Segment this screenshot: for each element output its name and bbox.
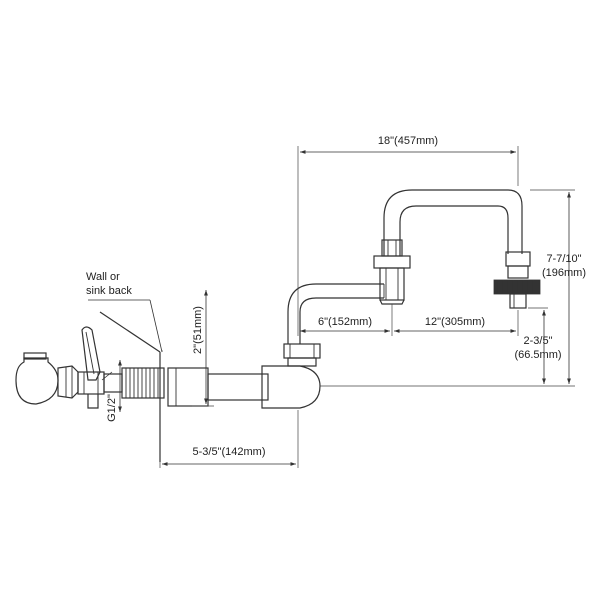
dim-riser-offset-label: 6"(152mm) bbox=[318, 316, 372, 328]
wall-note-line-1: Wall or bbox=[86, 271, 120, 283]
dim-wall-offset-label: 5-3/5"(142mm) bbox=[193, 446, 266, 458]
threaded-connector bbox=[121, 367, 165, 399]
aerator-outlet bbox=[493, 251, 541, 309]
spout-swivel-nut bbox=[373, 255, 411, 305]
dimension-labels: Wall or sink back 18"(457mm) 7-7/10" (19… bbox=[86, 135, 586, 458]
wall-flange bbox=[167, 367, 209, 407]
supply-pipe bbox=[207, 373, 269, 401]
spout-lower-riser bbox=[287, 283, 385, 344]
extension-lines bbox=[159, 146, 575, 468]
dim-total-width-label: 18"(457mm) bbox=[378, 135, 438, 147]
dim-thread-label: G1/2" bbox=[106, 394, 118, 422]
dim-height-label-line-2: (196mm) bbox=[542, 267, 586, 279]
dim-outlet-drop-label-line-2: (66.5mm) bbox=[514, 349, 561, 361]
wall-note-line-2: sink back bbox=[86, 285, 132, 297]
elbow-body bbox=[261, 343, 321, 409]
dim-riser-height-label: 2"(51mm) bbox=[192, 306, 204, 354]
spout-gooseneck bbox=[381, 189, 523, 257]
dim-height-label-line-1: 7-7/10" bbox=[546, 253, 581, 265]
dim-outlet-drop-label-line-1: 2-3/5" bbox=[524, 335, 553, 347]
valve-handle-assembly bbox=[15, 326, 123, 409]
dim-spout-reach-label: 12"(305mm) bbox=[425, 316, 485, 328]
dimension-lines bbox=[118, 150, 571, 466]
wall-panel bbox=[88, 299, 163, 462]
